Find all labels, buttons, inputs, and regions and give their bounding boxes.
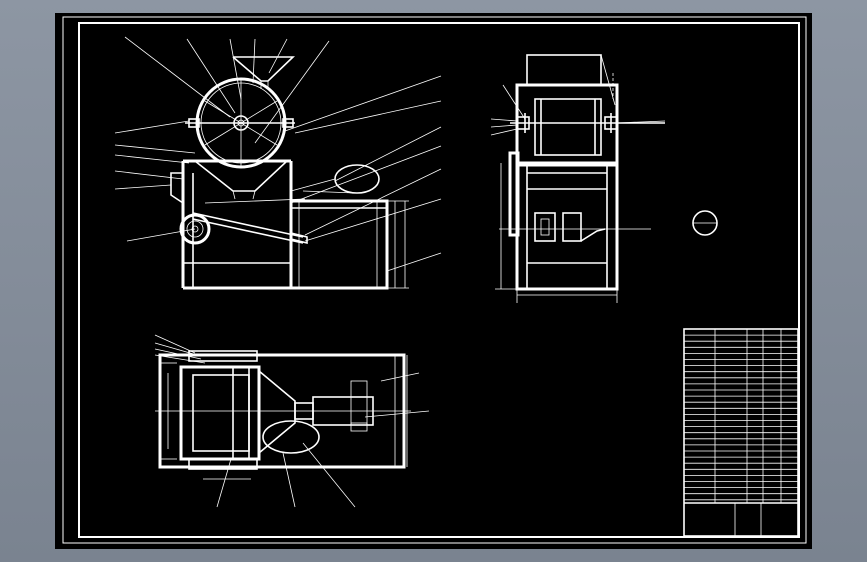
collection-tank [289, 199, 389, 290]
discharge-funnel [194, 160, 288, 192]
title-block-rows [684, 334, 798, 501]
section-marker [692, 210, 718, 236]
top-view [154, 334, 430, 508]
drawing-viewport[interactable] [55, 13, 812, 549]
vibrating-sieve [192, 212, 304, 238]
front-view [114, 36, 442, 290]
outer-sheet-border [62, 16, 807, 544]
inner-drawing-frame [78, 22, 800, 538]
side-hopper [526, 54, 602, 86]
title-block [683, 328, 799, 537]
motor-pulley [179, 213, 211, 245]
side-view [490, 54, 666, 303]
side-drum-housing [515, 83, 619, 167]
front-leaders [114, 36, 442, 272]
feed-hopper [232, 56, 295, 82]
engineering-drawing [62, 16, 807, 544]
drive-motor [334, 164, 380, 194]
side-frame [515, 161, 619, 291]
